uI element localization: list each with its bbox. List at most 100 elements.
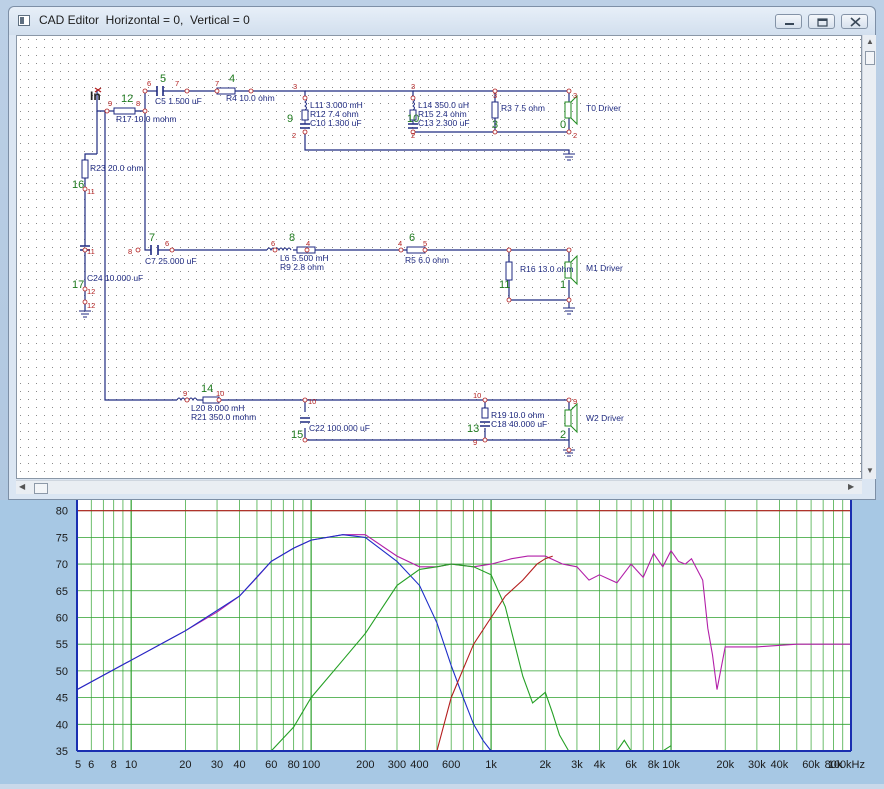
label-c5: C5 1.500 uF xyxy=(155,96,202,106)
y-tick-label: 55 xyxy=(56,639,68,651)
x-tick-label: 300 xyxy=(388,759,406,771)
label-r19: R19 10.0 ohm xyxy=(491,410,544,420)
x-tick-label: 2k xyxy=(539,759,551,771)
node-number: 11 xyxy=(499,279,510,291)
pin-number: 4 xyxy=(398,239,402,248)
node-number: 3 xyxy=(492,119,498,131)
pin-number: 11 xyxy=(87,187,95,196)
vertical-scrollbar[interactable]: ▲ ▼ xyxy=(862,35,876,479)
plot-area xyxy=(77,500,851,751)
pin-number: 8 xyxy=(136,99,140,108)
x-tick-label: 200 xyxy=(356,759,374,771)
x-tick-label: 10k xyxy=(662,759,680,771)
node-number: 15 xyxy=(291,429,303,441)
label-l14: L14 350.0 uH xyxy=(418,100,469,110)
node-number: 10 xyxy=(407,113,419,125)
label-c22: C22 100.000 uF xyxy=(309,423,370,433)
close-button[interactable] xyxy=(841,14,868,29)
x-tick-label: 80 xyxy=(288,759,300,771)
node-number: 13 xyxy=(467,423,479,435)
x-tick-label: 5 xyxy=(75,759,81,771)
label-r15: R15 2.4 ohm xyxy=(418,109,467,119)
x-tick-label: 20k xyxy=(716,759,734,771)
y-tick-label: 45 xyxy=(56,693,68,705)
label-r17: R17 10.0 mohm xyxy=(116,114,176,124)
pin-number: 3 xyxy=(411,82,415,91)
pin-number: 12 xyxy=(87,301,95,310)
pin-number: 6 xyxy=(147,79,151,88)
pin-number: 4 xyxy=(306,239,310,248)
close-icon xyxy=(850,17,861,27)
vertical-scroll-thumb[interactable] xyxy=(865,51,875,65)
app-icon xyxy=(18,15,30,26)
x-tick-label: 30k xyxy=(748,759,766,771)
pin-number: 10 xyxy=(473,391,481,400)
node-number: 16 xyxy=(72,179,84,191)
series-line-woofer xyxy=(76,534,492,752)
node-number: 1 xyxy=(560,279,566,291)
x-tick-label: 10 xyxy=(125,759,137,771)
horizontal-scroll-thumb[interactable] xyxy=(34,483,48,494)
x-tick-label: 8k xyxy=(648,759,660,771)
pin-number: 7 xyxy=(175,79,179,88)
pin-number: 9 xyxy=(573,397,577,406)
x-tick-label: 80k xyxy=(825,759,843,771)
label-r12: R12 7.4 ohm xyxy=(310,109,359,119)
scroll-down-icon[interactable]: ▼ xyxy=(866,466,874,475)
pin-number: 3 xyxy=(493,91,497,100)
x-tick-label: 8 xyxy=(111,759,117,771)
schematic-canvas[interactable]: In R17 10.0 mohm C5 1.500 uF R4 10.0 ohm… xyxy=(16,35,862,479)
node-number: 7 xyxy=(149,232,155,244)
pin-number: 8 xyxy=(128,247,132,256)
label-r9: R9 2.8 ohm xyxy=(280,262,324,272)
pin-number: 7 xyxy=(215,79,219,88)
horizontal-scrollbar[interactable]: ◀ ▶ xyxy=(16,480,862,494)
series-line-tweeter xyxy=(436,555,553,752)
node-number: 6 xyxy=(409,232,415,244)
label-c7: C7 25.000 uF xyxy=(145,256,197,266)
label-r4: R4 10.0 ohm xyxy=(226,93,275,103)
maximize-button[interactable] xyxy=(808,14,835,29)
pin-number: 2 xyxy=(292,131,296,140)
label-t0-driver: T0 Driver xyxy=(586,103,621,113)
scroll-up-icon[interactable]: ▲ xyxy=(866,37,874,46)
cad-editor-window: CAD Editor Horizontal = 0, Vertical = 0 xyxy=(8,6,876,500)
label-c18: C18 40.000 uF xyxy=(491,419,547,429)
x-tick-label: 600 xyxy=(442,759,460,771)
pin-number: 2 xyxy=(573,131,577,140)
y-tick-label: 60 xyxy=(56,612,68,624)
minimize-icon xyxy=(785,23,794,25)
x-tick-label: 3k xyxy=(571,759,583,771)
series-line-midrange xyxy=(270,563,672,752)
x-tick-label: 1k xyxy=(485,759,497,771)
x-tick-label: 40 xyxy=(233,759,245,771)
y-tick-label: 75 xyxy=(56,532,68,544)
x-tick-label: 30 xyxy=(211,759,223,771)
node-number: 0 xyxy=(560,119,566,131)
pin-number: 10 xyxy=(216,389,224,398)
title-bar[interactable]: CAD Editor Horizontal = 0, Vertical = 0 xyxy=(9,7,875,35)
label-r3: R3 7.5 ohm xyxy=(501,103,545,113)
pin-number: 3 xyxy=(293,82,297,91)
node-number: 4 xyxy=(229,73,235,85)
pin-number: 9 xyxy=(473,438,477,447)
x-tick-label: 20 xyxy=(179,759,191,771)
scroll-right-icon[interactable]: ▶ xyxy=(848,482,855,491)
x-tick-label: 60 xyxy=(265,759,277,771)
y-tick-label: 35 xyxy=(56,746,68,758)
pin-number: 10 xyxy=(308,397,316,406)
node-number: 2 xyxy=(560,429,566,441)
label-r21: R21 350.0 mohm xyxy=(191,412,256,422)
node-number: 8 xyxy=(289,232,295,244)
y-tick-label: 70 xyxy=(56,559,68,571)
x-tick-label: 100kHz xyxy=(828,759,865,771)
x-tick-label: 100 xyxy=(302,759,320,771)
node-number: 5 xyxy=(160,73,166,85)
scroll-left-icon[interactable]: ◀ xyxy=(19,482,26,491)
window-title: CAD Editor Horizontal = 0, Vertical = 0 xyxy=(39,13,250,27)
y-tick-label: 80 xyxy=(56,506,68,518)
minimize-button[interactable] xyxy=(775,14,802,29)
schematic-drawing: In R17 10.0 mohm C5 1.500 uF R4 10.0 ohm… xyxy=(17,36,861,478)
